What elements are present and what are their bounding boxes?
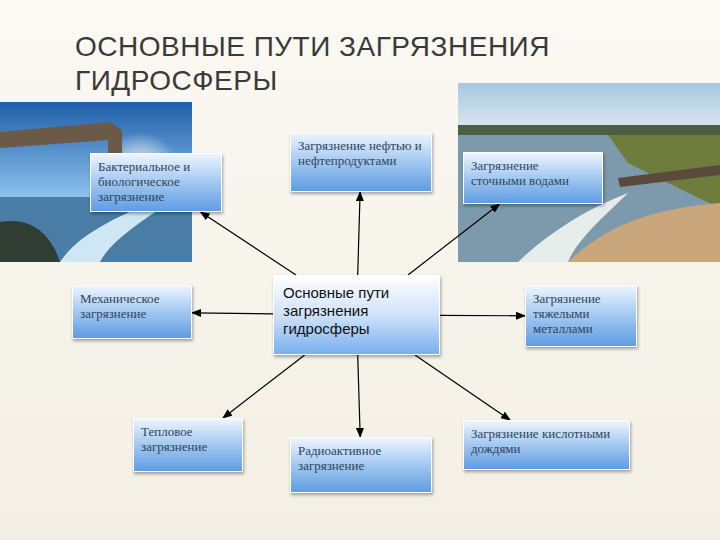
- box-label: Радиоактивное загрязнение: [298, 443, 424, 473]
- box-label: Загрязнение тяжелыми металлами: [533, 291, 629, 336]
- box-label: Загрязнение кислотными дождями: [471, 426, 622, 456]
- box-label: Механическое загрязнение: [80, 291, 184, 321]
- category-box: Загрязнение нефтью и нефтепродуктами: [290, 132, 432, 192]
- box-label: Бактериальное и биологическое загрязнени…: [98, 159, 214, 204]
- forest: [458, 125, 720, 135]
- box-label: Тепловое загрязнение: [141, 424, 235, 454]
- category-box: Загрязнение сточными водами: [463, 152, 603, 204]
- category-box: Загрязнение тяжелыми металлами: [525, 285, 637, 347]
- arrow-connector: [408, 204, 500, 275]
- slide-title: ОСНОВНЫЕ ПУТИ ЗАГРЯЗНЕНИЯ ГИДРОСФЕРЫ: [75, 30, 635, 98]
- box-label: Загрязнение нефтью и нефтепродуктами: [298, 138, 424, 168]
- pipe: [618, 165, 720, 187]
- category-box: Тепловое загрязнение: [133, 418, 243, 472]
- arrow-connector: [415, 355, 510, 420]
- water: [458, 135, 720, 262]
- box-label: Загрязнение сточными водами: [471, 158, 595, 188]
- arrow-connector: [201, 212, 296, 275]
- arrow-connector: [440, 315, 525, 317]
- category-box: Радиоактивное загрязнение: [290, 437, 432, 493]
- category-box: Механическое загрязнение: [72, 285, 192, 339]
- grass: [608, 135, 720, 208]
- arrow-connector: [192, 313, 273, 314]
- arrow-connector: [358, 192, 360, 275]
- shore: [0, 221, 60, 262]
- arrow-connector: [358, 355, 361, 437]
- box-label: Основные пути загрязнения гидросферы: [283, 284, 430, 338]
- category-box: Бактериальное и биологическое загрязнени…: [90, 153, 222, 212]
- central-box: Основные пути загрязнения гидросферы: [273, 275, 440, 355]
- arrow-connector: [223, 355, 305, 418]
- category-box: Загрязнение кислотными дождями: [463, 420, 630, 470]
